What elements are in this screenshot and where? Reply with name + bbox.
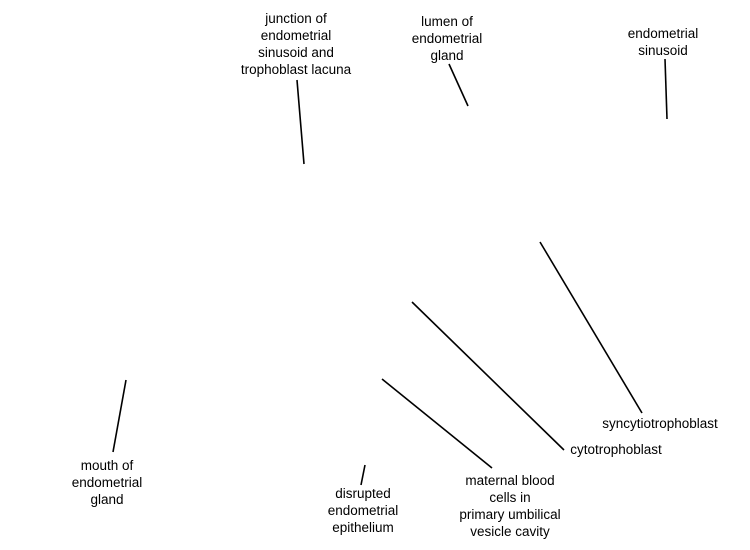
label-junction: junction of endometrial sinusoid and tro… (240, 11, 352, 77)
label-maternal: maternal blood cells in primary umbilica… (459, 473, 561, 539)
leader-junction (296, 79, 305, 165)
leader-syncytiotrophoblast (539, 241, 643, 414)
leader-sinusoid (664, 58, 668, 120)
label-lumen: lumen of endometrial gland (411, 14, 483, 63)
label-cytotrophoblast: cytotrophoblast (570, 442, 662, 457)
label-sinusoid: endometrial sinusoid (627, 26, 699, 58)
leader-epithelium (360, 464, 366, 486)
leader-lumen (448, 63, 469, 107)
leader-mouth (112, 379, 127, 453)
leader-maternal (381, 378, 493, 469)
label-syncytiotrophoblast: syncytiotrophoblast (602, 416, 718, 431)
label-mouth: mouth of endometrial gland (71, 458, 143, 507)
label-epithelium: disrupted endometrial epithelium (327, 486, 399, 535)
leader-cytotrophoblast (411, 301, 565, 451)
